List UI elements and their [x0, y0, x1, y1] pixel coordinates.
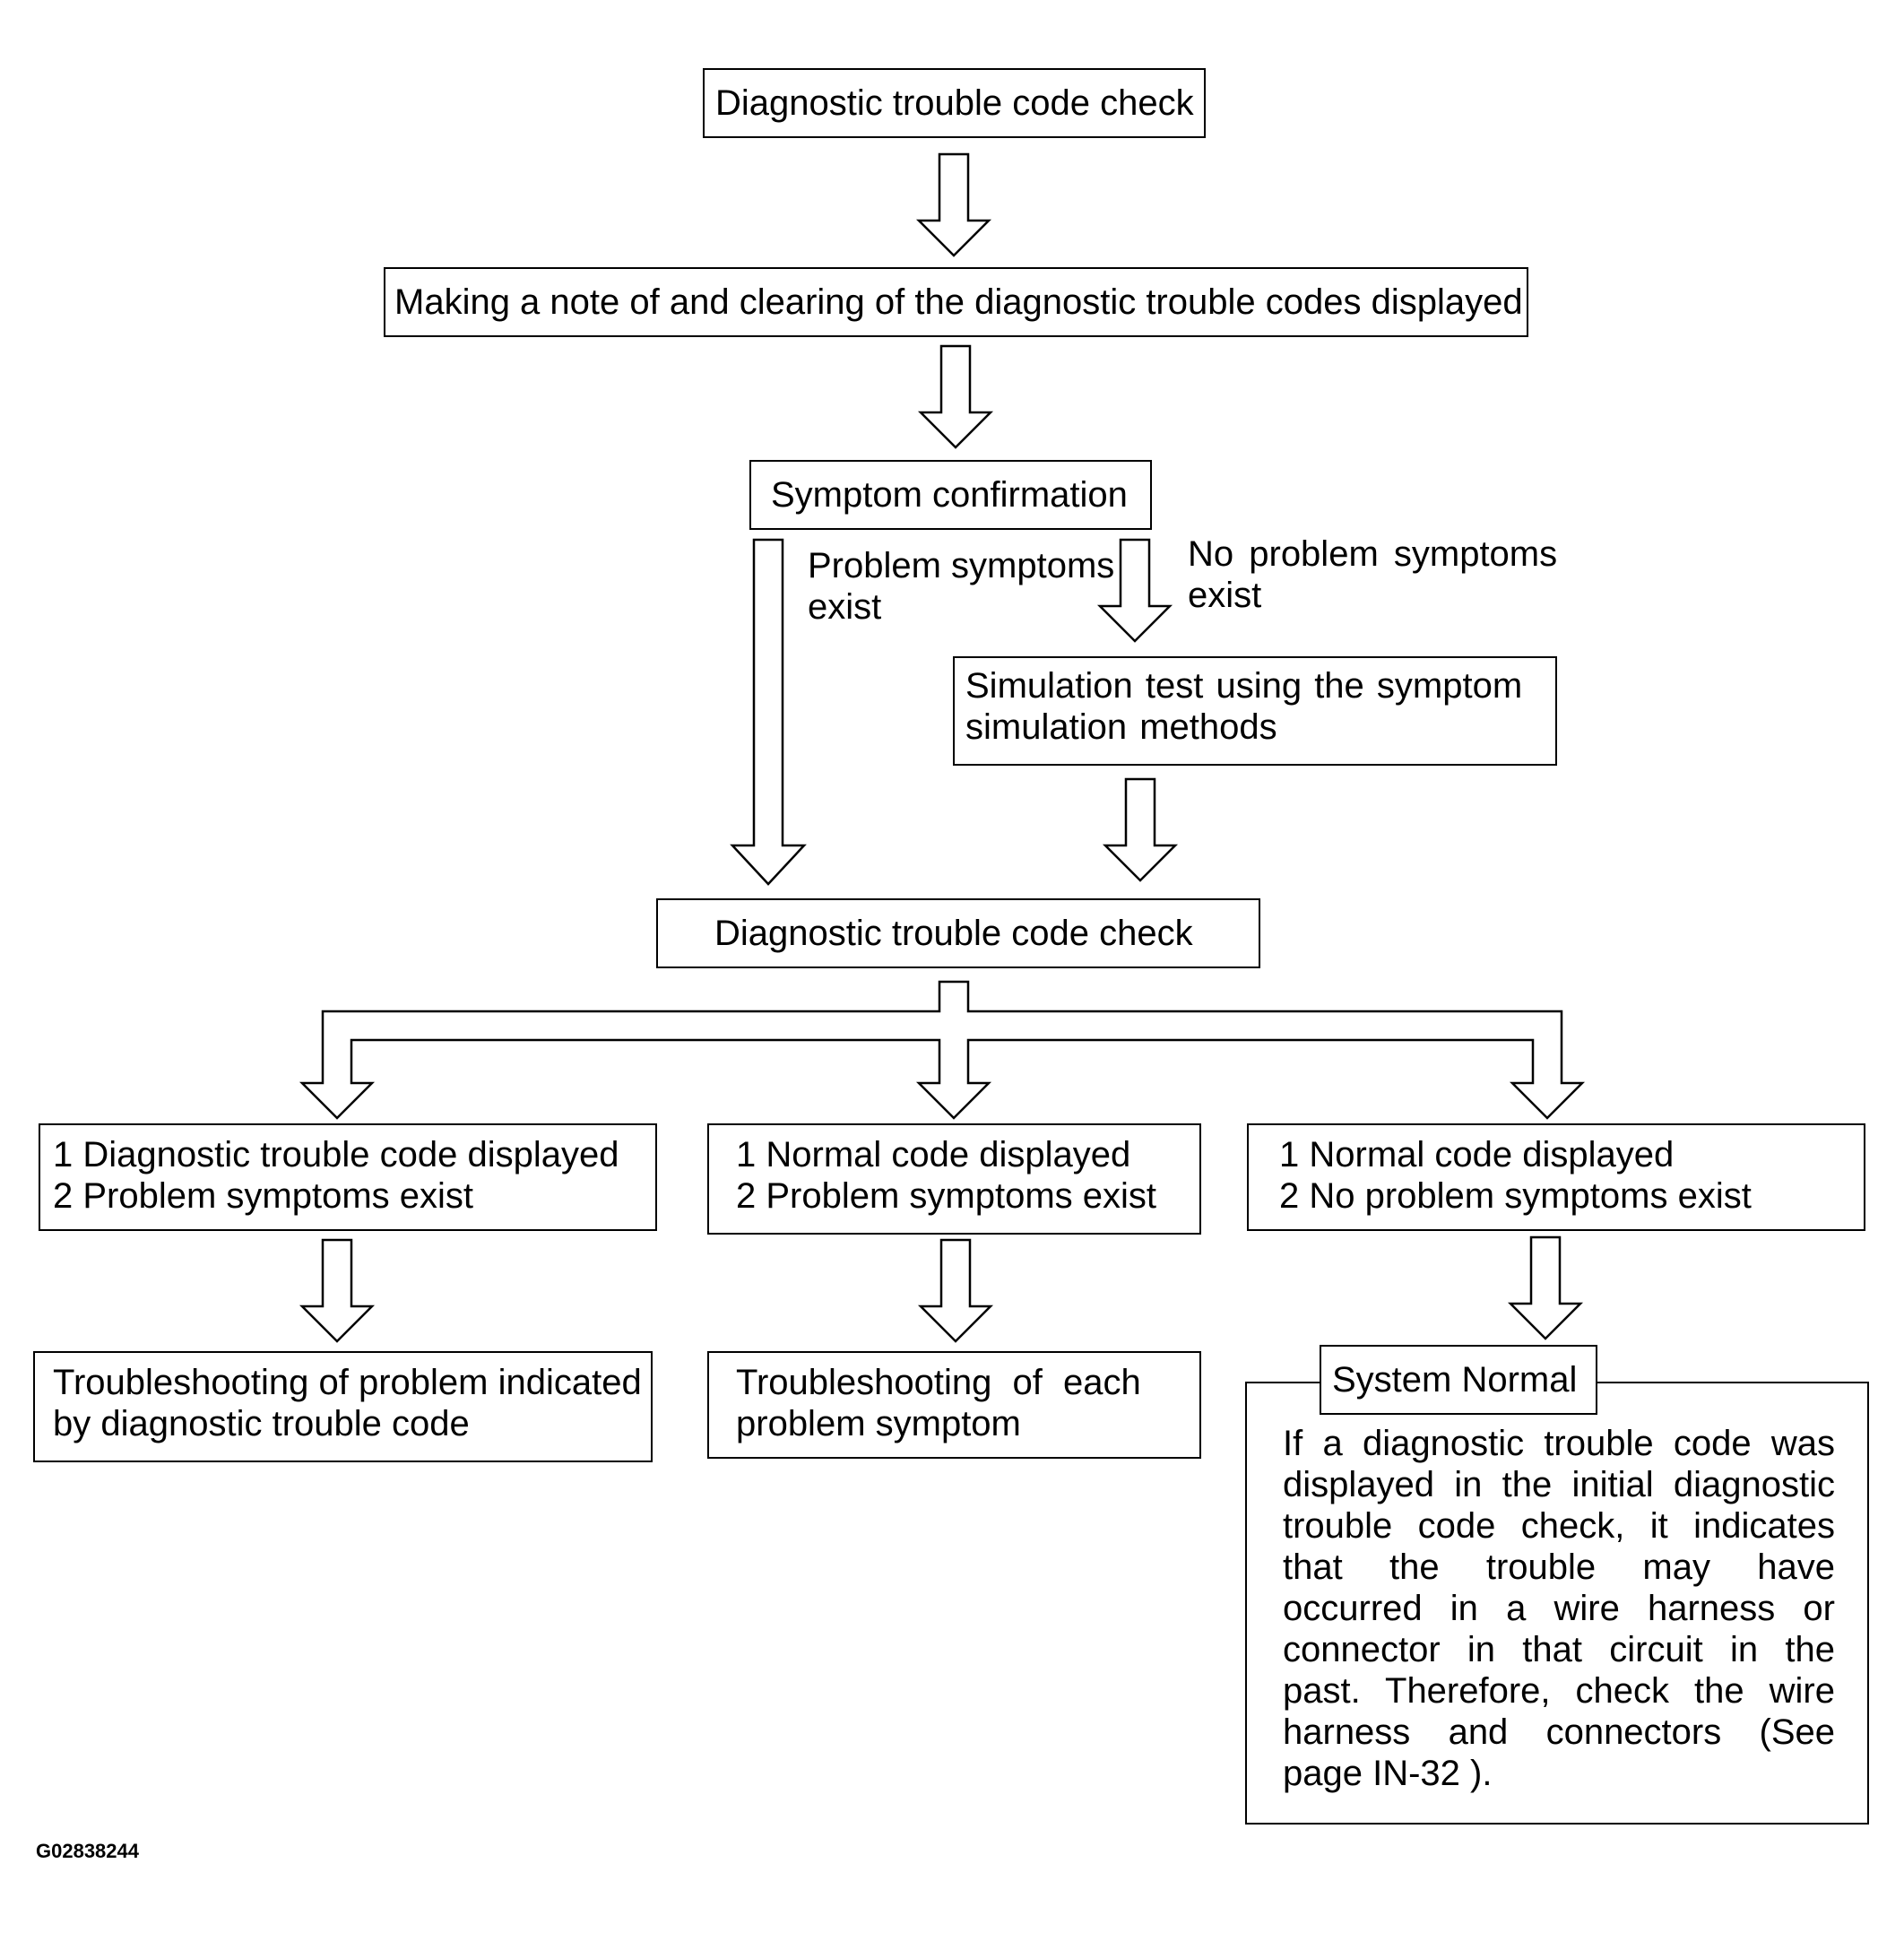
node-case-2: 1 Normal code displayed 2 Problem sympto… [707, 1123, 1201, 1235]
node-symptom-confirmation: Symptom confirmation [749, 460, 1152, 530]
node-case-3: 1 Normal code displayed 2 No problem sym… [1247, 1123, 1865, 1231]
node-result-1-label: Troubleshooting of problem indicated by … [53, 1362, 642, 1444]
arrow-case-3-down [1507, 1235, 1584, 1340]
arrow-case-1-down [299, 1238, 376, 1343]
node-dtc-check-top-label: Diagnostic trouble code check [715, 83, 1194, 123]
node-case-1: 1 Diagnostic trouble code displayed 2 Pr… [39, 1123, 657, 1231]
branch-label-problem-line-1: Problem symptoms [808, 546, 1115, 585]
node-result-1-line-1: Troubleshooting of problem indicated [53, 1363, 642, 1402]
arrow-down-2 [917, 344, 994, 449]
node-dtc-check-top: Diagnostic trouble code check [703, 68, 1206, 138]
node-result-2-line-1: Troubleshooting of each [736, 1363, 1141, 1402]
node-case-1-line-1: 1 Diagnostic trouble code displayed [53, 1135, 619, 1175]
node-case-1-label: 1 Diagnostic trouble code displayed 2 Pr… [53, 1134, 619, 1217]
branch-label-no-problem: No problem symptoms exist [1188, 533, 1557, 616]
arrow-case-2-down [917, 1238, 994, 1343]
node-simulation-test: Simulation test using the symptom simula… [953, 656, 1557, 766]
arrow-split-three-way [299, 980, 1586, 1120]
branch-label-no-problem-line-1: No problem symptoms [1188, 534, 1558, 574]
node-case-3-label: 1 Normal code displayed 2 No problem sym… [1279, 1134, 1752, 1217]
figure-code: G02838244 [36, 1840, 139, 1862]
node-dtc-check-second-label: Diagnostic trouble code check [714, 914, 1193, 953]
arrow-problem-symptoms [730, 538, 807, 886]
node-case-3-line-2: 2 No problem symptoms exist [1279, 1176, 1752, 1216]
node-simulation-test-line-2: simulation methods [965, 707, 1277, 747]
node-simulation-test-label: Simulation test using the symptom simula… [965, 665, 1522, 748]
node-case-1-line-2: 2 Problem symptoms exist [53, 1176, 474, 1216]
node-symptom-confirmation-label: Symptom confirmation [771, 475, 1128, 515]
node-system-normal-body: If a diagnostic trouble code was display… [1283, 1424, 1835, 1793]
node-result-2-line-2: problem symptom [736, 1404, 1021, 1443]
node-note-and-clear-label: Making a note of and clearing of the dia… [394, 282, 1523, 322]
node-note-and-clear: Making a note of and clearing of the dia… [384, 267, 1528, 337]
node-system-normal: If a diagnostic trouble code was display… [1245, 1382, 1869, 1825]
node-case-2-label: 1 Normal code displayed 2 Problem sympto… [736, 1134, 1156, 1217]
arrow-no-problem-symptoms [1096, 538, 1173, 643]
node-simulation-test-line-1: Simulation test using the symptom [965, 666, 1523, 706]
node-result-1-line-2: by diagnostic trouble code [53, 1404, 470, 1443]
node-case-2-line-2: 2 Problem symptoms exist [736, 1176, 1157, 1216]
node-system-normal-title: System Normal [1332, 1360, 1578, 1400]
arrow-simulation-down [1102, 777, 1179, 882]
branch-label-problem: Problem symptoms exist [808, 545, 1114, 628]
node-system-normal-title-tab: System Normal [1320, 1345, 1597, 1415]
node-result-2-label: Troubleshooting of each problem symptom [736, 1362, 1141, 1444]
node-result-2: Troubleshooting of each problem symptom [707, 1351, 1201, 1459]
node-result-1: Troubleshooting of problem indicated by … [33, 1351, 653, 1462]
branch-label-no-problem-line-2: exist [1188, 576, 1262, 615]
node-dtc-check-second: Diagnostic trouble code check [656, 898, 1260, 968]
node-case-2-line-1: 1 Normal code displayed [736, 1135, 1131, 1175]
node-case-3-line-1: 1 Normal code displayed [1279, 1135, 1675, 1175]
branch-label-problem-line-2: exist [808, 587, 882, 627]
arrow-down-1 [915, 152, 992, 257]
